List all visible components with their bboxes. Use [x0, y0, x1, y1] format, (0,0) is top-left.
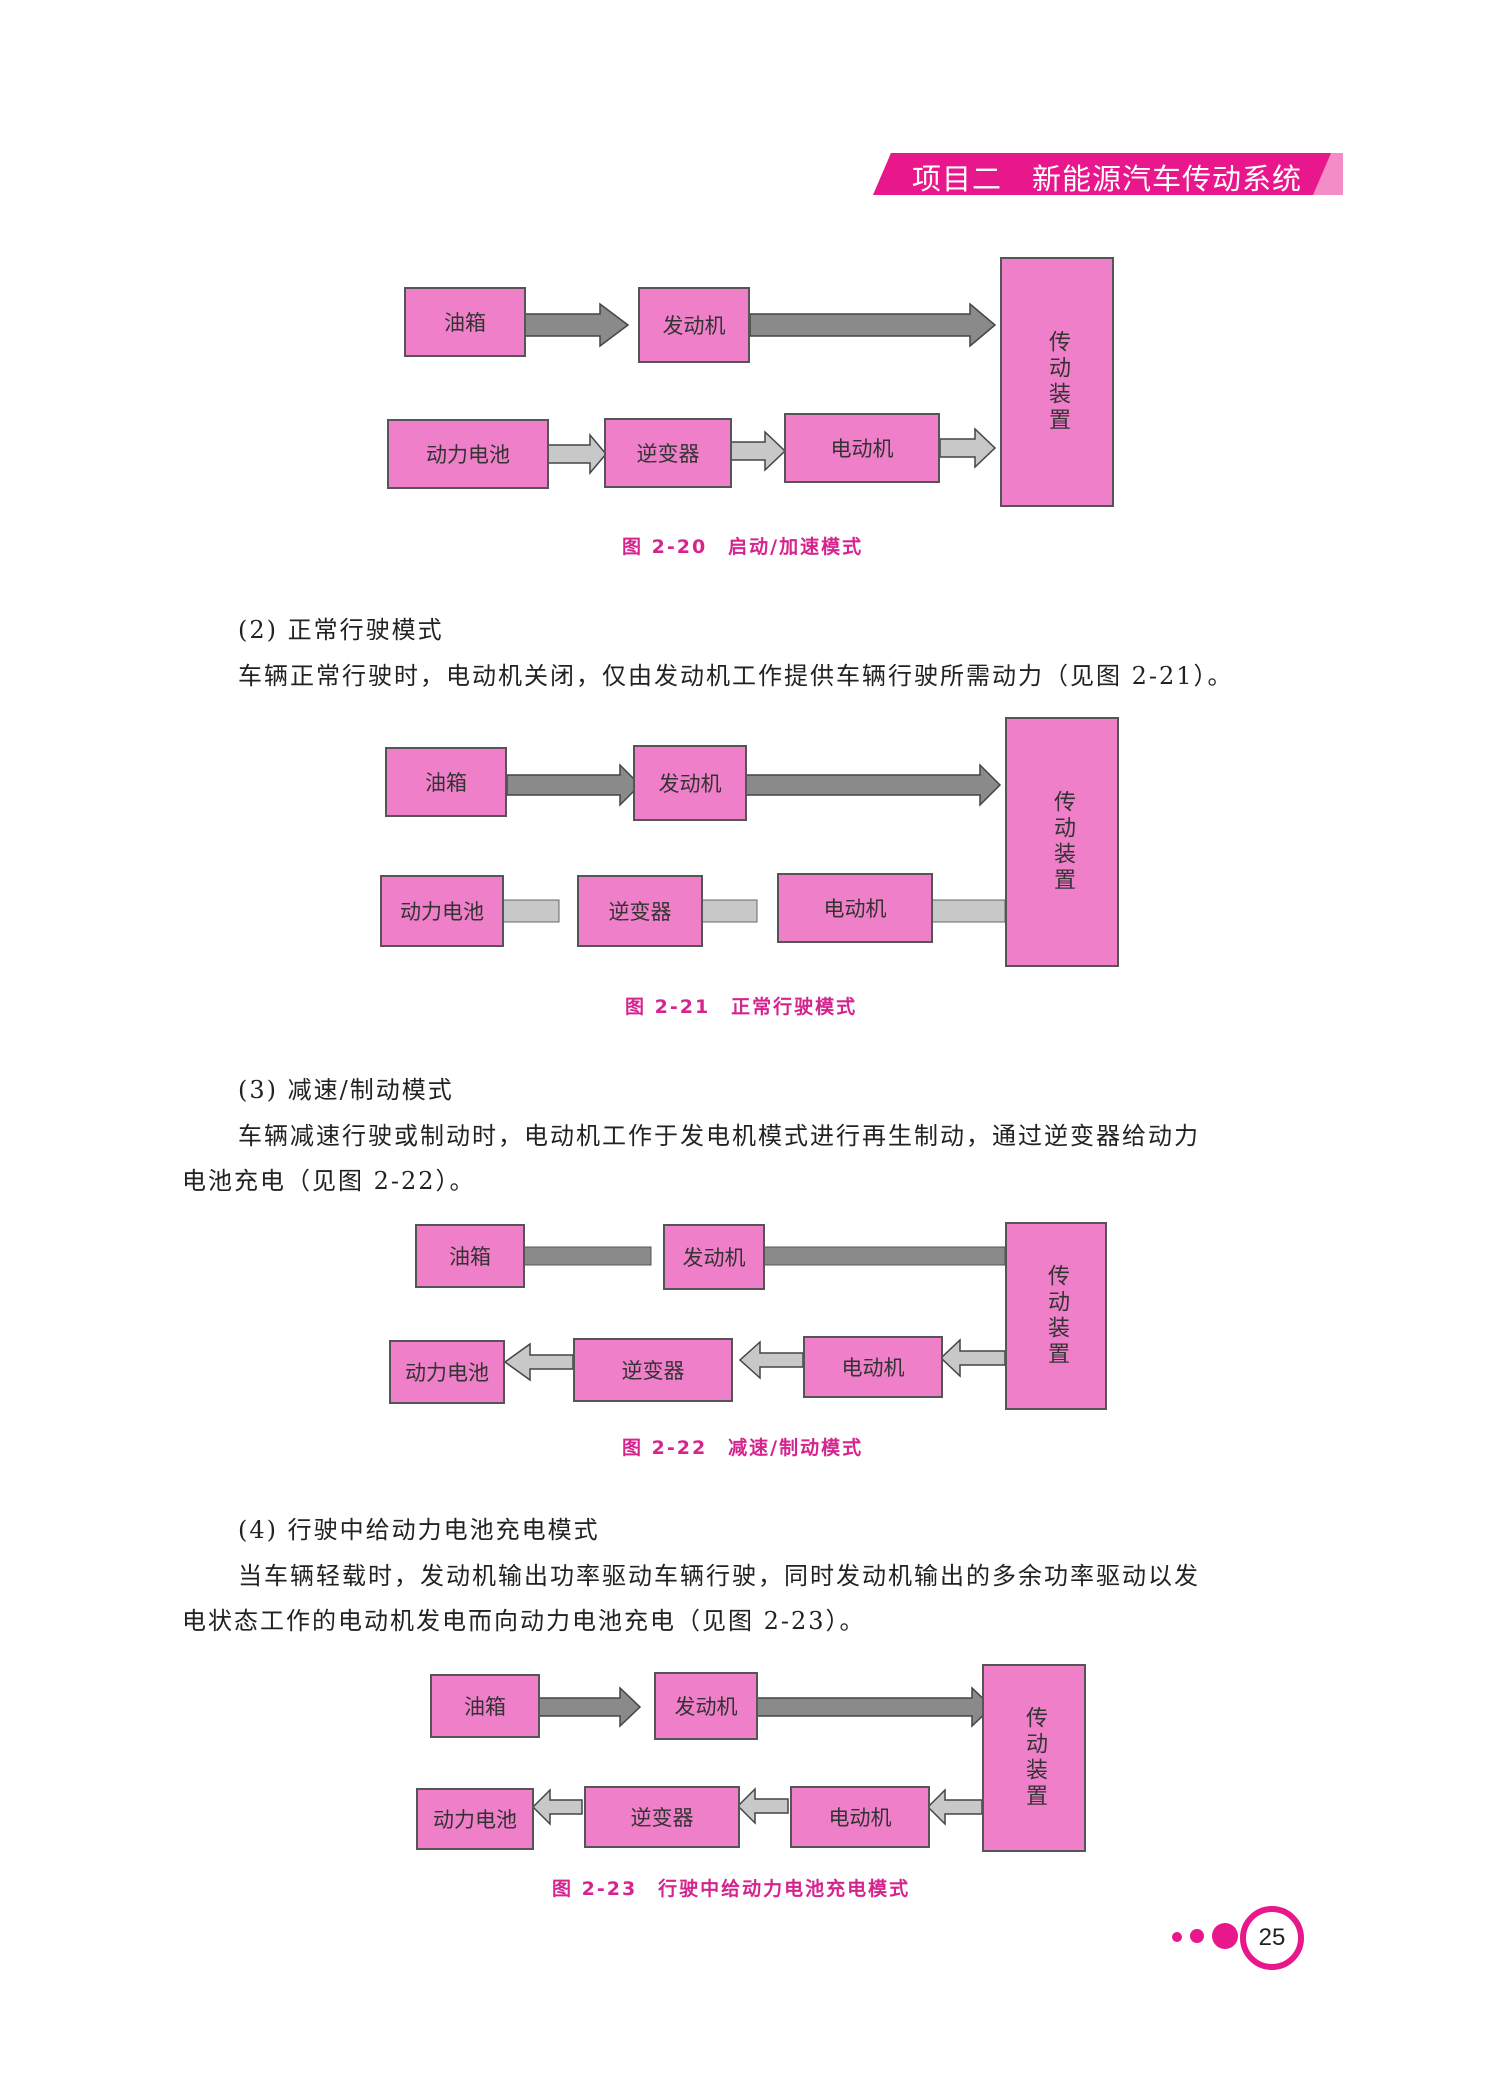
- engine-box: 发动机: [633, 745, 747, 821]
- motor-box: 电动机: [777, 873, 933, 943]
- figure-2-22-caption: 图 2-22 减速/制动模式: [622, 1437, 864, 1459]
- section-2-body: 车辆正常行驶时，电动机关闭，仅由发动机工作提供车辆行驶所需动力（见图 2-21）…: [238, 662, 1234, 690]
- section-4-body-line-1: 当车辆轻载时，发动机输出功率驱动车辆行驶，同时发动机输出的多余功率驱动以发: [238, 1562, 1200, 1590]
- link-tank-engine: [522, 1246, 652, 1266]
- page-dot-small: [1172, 1932, 1182, 1942]
- link-motor-transmission: [930, 899, 1006, 923]
- arrow-engine-to-transmission: [744, 763, 1002, 807]
- arrow-inverter-to-battery: [531, 1788, 583, 1826]
- section-4-body-line-2: 电状态工作的电动机发电而向动力电池充电（见图 2-23）。: [182, 1607, 866, 1635]
- arrow-motor-to-inverter: [736, 1787, 789, 1825]
- motor-box: 电动机: [803, 1336, 943, 1398]
- arrow-motor-to-inverter: [738, 1340, 804, 1380]
- transmission-box: 传动装置: [1005, 717, 1119, 967]
- section-2-heading: (2) 正常行驶模式: [238, 616, 444, 644]
- figure-2-21-arrows: [501, 763, 1006, 923]
- link-engine-transmission: [762, 1246, 1006, 1266]
- arrow-tank-to-engine: [537, 1686, 642, 1728]
- arrow-transmission-to-motor: [939, 1338, 1006, 1378]
- figure-2-21-caption: 图 2-21 正常行驶模式: [625, 996, 858, 1018]
- inverter-box: 逆变器: [604, 418, 732, 488]
- figure-2-23-diagram: 油箱 发动机 动力电池 逆变器 电动机 传动装置: [410, 1662, 1090, 1862]
- inverter-box: 逆变器: [573, 1338, 733, 1402]
- arrow-transmission-to-motor: [926, 1788, 983, 1826]
- figure-2-22-arrows: [503, 1246, 1006, 1382]
- engine-box: 发动机: [663, 1224, 765, 1290]
- link-battery-inverter: [501, 899, 560, 923]
- tank-box: 油箱: [415, 1224, 525, 1288]
- figure-2-20-caption: 图 2-20 启动/加速模式: [622, 536, 864, 558]
- tank-box: 油箱: [430, 1674, 540, 1738]
- motor-box: 电动机: [790, 1786, 930, 1848]
- section-3-heading: (3) 减速/制动模式: [238, 1076, 454, 1104]
- figure-2-23-caption: 图 2-23 行驶中给动力电池充电模式: [552, 1878, 911, 1900]
- section-3-body-line-1: 车辆减速行驶或制动时，电动机工作于发电机模式进行再生制动，通过逆变器给动力: [238, 1122, 1200, 1150]
- page-dot-large: [1212, 1923, 1238, 1949]
- chapter-header-band: [873, 153, 1343, 195]
- engine-box: 发动机: [638, 287, 750, 363]
- chapter-title: 项目二 新能源汽车传动系统: [912, 162, 1303, 196]
- motor-box: 电动机: [784, 413, 940, 483]
- figure-2-20-arrows: [524, 302, 997, 476]
- battery-box: 动力电池: [416, 1788, 534, 1850]
- arrow-tank-to-engine: [506, 763, 642, 807]
- transmission-box: 传动装置: [1000, 257, 1114, 507]
- battery-box: 动力电池: [380, 875, 504, 947]
- inverter-box: 逆变器: [584, 1786, 740, 1848]
- figure-2-21-diagram: 油箱 发动机 动力电池 逆变器 电动机 传动装置: [380, 715, 1120, 975]
- section-4-heading: (4) 行驶中给动力电池充电模式: [238, 1516, 600, 1544]
- transmission-box: 传动装置: [1005, 1222, 1107, 1410]
- tank-box: 油箱: [404, 287, 526, 357]
- header-band-shape: [873, 153, 1343, 195]
- page-number: 25: [1240, 1906, 1304, 1970]
- inverter-box: 逆变器: [577, 875, 703, 947]
- arrow-inverter-to-motor: [729, 430, 787, 472]
- battery-box: 动力电池: [389, 1340, 505, 1404]
- transmission-box: 传动装置: [982, 1664, 1086, 1852]
- engine-box: 发动机: [654, 1672, 758, 1740]
- section-3-body-line-2: 电池充电（见图 2-22）。: [182, 1167, 476, 1195]
- figure-2-20-diagram: 油箱 发动机 动力电池 逆变器 电动机 传动装置: [380, 255, 1120, 515]
- tank-box: 油箱: [385, 747, 507, 817]
- arrow-engine-to-transmission: [755, 1686, 994, 1728]
- page-dot-medium: [1190, 1929, 1204, 1943]
- arrow-battery-to-inverter: [547, 432, 607, 476]
- arrow-inverter-to-battery: [503, 1342, 574, 1382]
- link-inverter-motor: [700, 899, 758, 923]
- arrow-engine-to-transmission: [749, 302, 997, 348]
- figure-2-22-diagram: 油箱 发动机 动力电池 逆变器 电动机 传动装置: [385, 1220, 1115, 1420]
- arrow-tank-to-engine: [524, 302, 630, 348]
- arrow-motor-to-transmission: [939, 427, 997, 469]
- battery-box: 动力电池: [387, 419, 549, 489]
- figure-2-23-arrows: [531, 1686, 994, 1826]
